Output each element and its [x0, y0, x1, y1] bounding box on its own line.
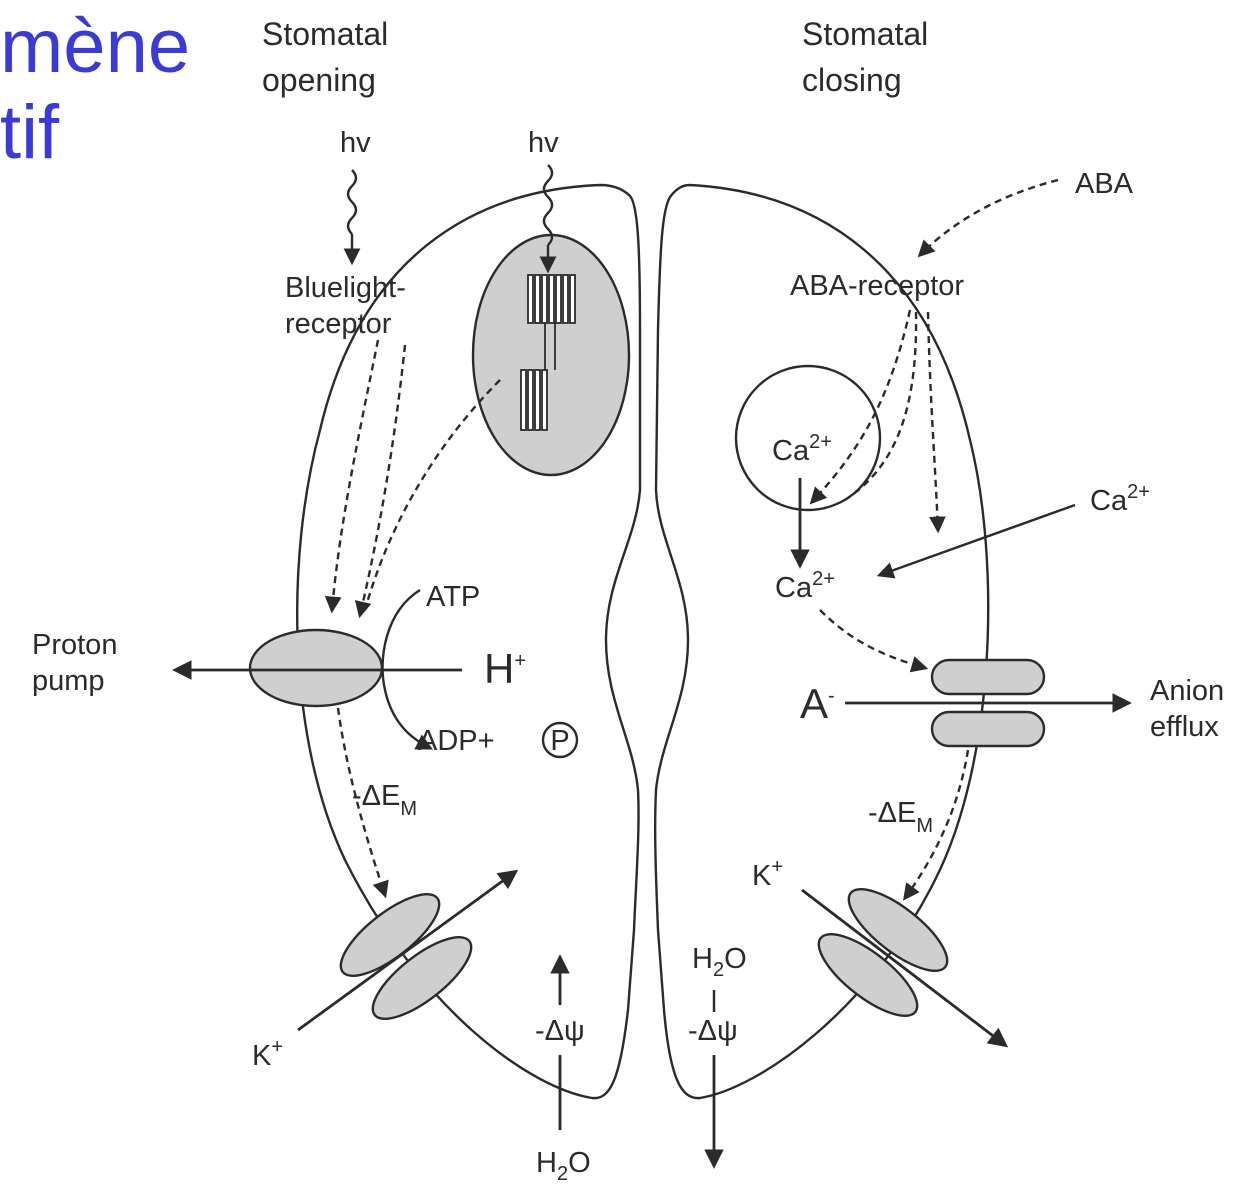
signal-arrow-receptor-to-pump-2 — [360, 345, 405, 615]
photon-wave-right — [544, 165, 552, 245]
chloroplast — [473, 235, 629, 475]
ca-influx-arrow — [880, 505, 1075, 575]
k-plus-label-left: K+ — [252, 1036, 283, 1072]
proton-pump-label-line-1: Proton — [32, 629, 117, 661]
aba-label: ABA — [1075, 168, 1134, 200]
phosphate-label: P — [550, 725, 569, 757]
opening-heading-line-2: opening — [262, 62, 376, 98]
proton-pump-label-line-2: pump — [32, 665, 105, 697]
anion-channel-lower — [932, 712, 1044, 746]
aba-receptor-label: ABA-receptor — [790, 270, 964, 302]
k-plus-label-right: K+ — [752, 856, 783, 892]
photon-wave-left — [348, 170, 356, 234]
water-label-left: H2O — [536, 1147, 591, 1185]
closing-heading-line-1: Stomatal — [802, 16, 928, 52]
hv-label-left: hv — [340, 127, 371, 159]
signal-arrow-receptor-to-vacuole-2 — [845, 312, 916, 500]
bluelight-receptor-line-2: receptor — [285, 308, 392, 340]
anion-label: A- — [800, 680, 835, 727]
atp-label: ATP — [426, 581, 480, 613]
signal-arrow-receptor-to-vacuole — [812, 310, 910, 502]
ca-to-anion-channel-arrow — [820, 610, 925, 668]
anion-channel-upper — [932, 660, 1044, 694]
anion-efflux-label-line-2: efflux — [1150, 711, 1219, 743]
delta-psi-label-right: -Δψ — [688, 1015, 738, 1047]
anion-efflux-label-line-1: Anion — [1150, 675, 1224, 707]
ca-cytosol-label: Ca2+ — [775, 568, 835, 604]
delta-em-label-right: -ΔEM — [868, 797, 933, 837]
hv-label-right: hv — [528, 127, 559, 159]
closing-heading-line-2: closing — [802, 62, 902, 98]
opening-heading-line-1: Stomatal — [262, 16, 388, 52]
proton-pump-protein — [250, 630, 382, 706]
signal-arrow-chloroplast-to-pump — [365, 380, 500, 610]
h-plus-label: H+ — [484, 645, 526, 692]
ca-vacuole-label: Ca2+ — [772, 431, 832, 467]
aba-binding-arrow — [920, 180, 1058, 255]
signal-arrow-receptor-to-pump — [332, 340, 378, 610]
delta-em-label-left: -ΔEM — [352, 780, 417, 820]
water-label-right: H2O — [692, 943, 747, 981]
ca-external-label: Ca2+ — [1090, 481, 1150, 517]
bluelight-receptor-line-1: Bluelight- — [285, 272, 406, 304]
adp-label: ADP+ — [418, 725, 495, 757]
delta-psi-label-left: -Δψ — [535, 1015, 585, 1047]
